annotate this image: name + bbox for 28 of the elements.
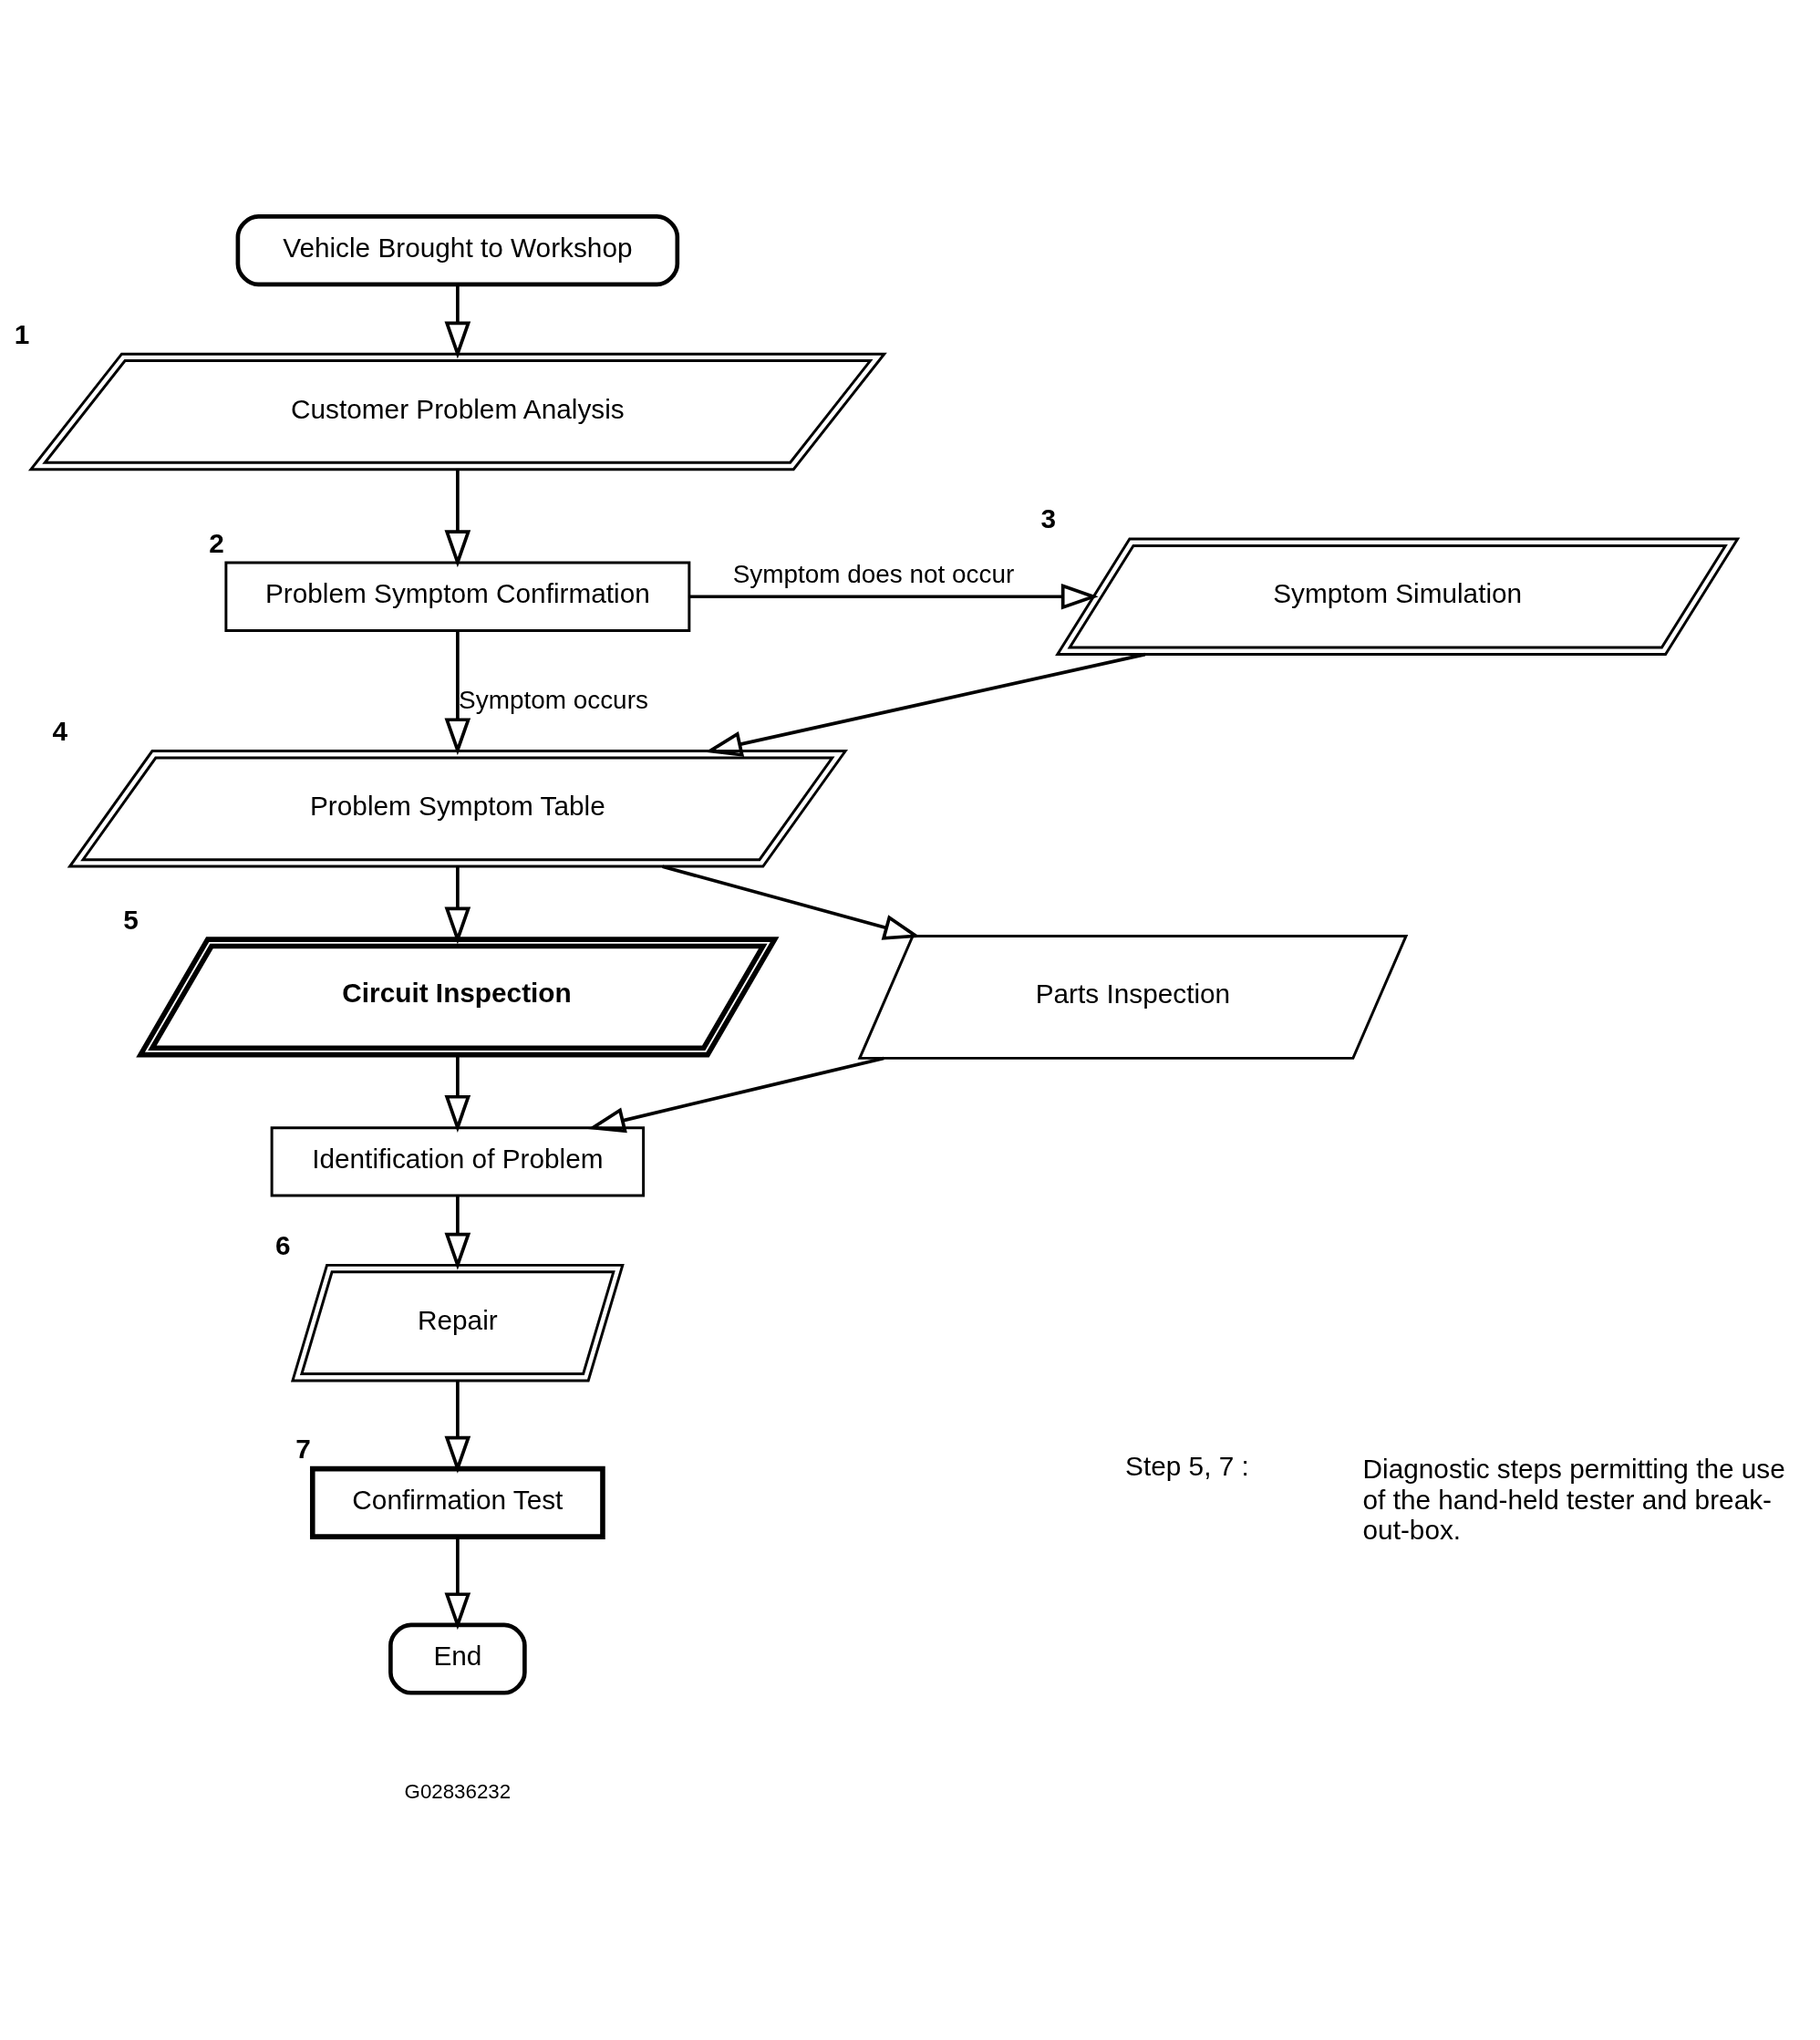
edge-label: Symptom occurs <box>459 686 648 715</box>
label: Step 5, 7 : <box>1125 1450 1249 1481</box>
node-box: End <box>388 1622 527 1695</box>
node-label: 7 <box>295 1434 311 1465</box>
arrow <box>444 470 471 568</box>
label: Diagnostic steps permitting the use of the hand-held tester and break-out-box. <box>1362 1454 1785 1546</box>
node-label: 1 <box>14 318 30 349</box>
node-box: Problem Symptom Confirmation <box>224 561 691 632</box>
node-box: Confirmation Test <box>309 1465 605 1539</box>
node-box: Identification of Problem <box>270 1126 646 1197</box>
arrow <box>705 652 1146 757</box>
node-label: 6 <box>275 1229 291 1260</box>
arrow <box>444 1537 471 1631</box>
arrow <box>587 1056 884 1134</box>
node-box: Vehicle Brought to Workshop <box>235 214 680 287</box>
node-label: 3 <box>1040 503 1057 534</box>
edge-label: Symptom does not occur <box>732 560 1015 589</box>
label: G02836232 <box>404 1779 512 1803</box>
arrow <box>444 1055 471 1133</box>
arrow <box>689 583 1099 610</box>
arrow <box>444 1381 471 1474</box>
arrow <box>444 285 471 359</box>
node-label: 4 <box>52 716 68 747</box>
arrow <box>444 1196 471 1270</box>
arrow <box>444 866 471 945</box>
node-label: 5 <box>123 904 139 935</box>
node-label: 2 <box>209 527 224 558</box>
arrow <box>444 630 471 756</box>
